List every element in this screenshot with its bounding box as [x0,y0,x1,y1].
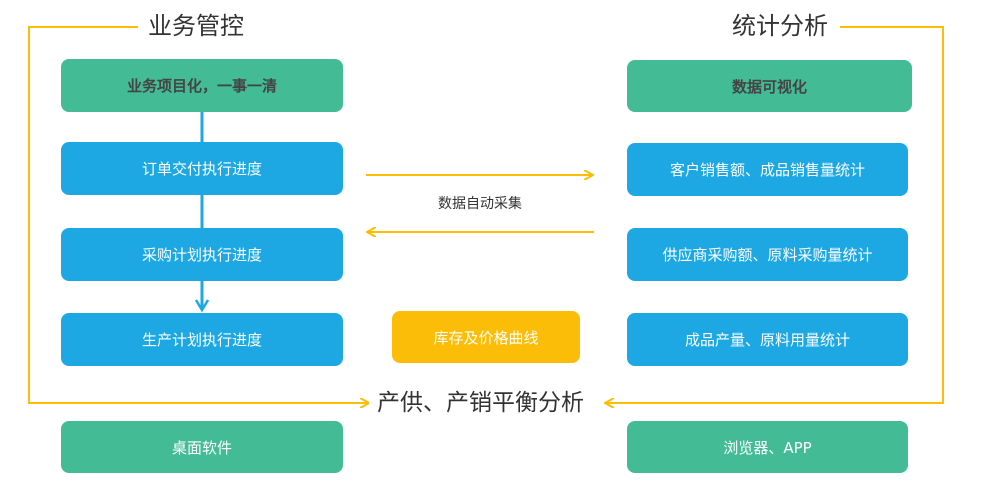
right-item-purchase-stats[interactable]: 供应商采购额、原料采购量统计 [627,228,908,281]
browser-app-box: 浏览器、APP [627,421,908,473]
left-header-box: 业务项目化，一事一清 [61,59,343,112]
right-header-box: 数据可视化 [627,60,912,112]
right-item-output-stats[interactable]: 成品产量、原料用量统计 [627,313,908,366]
left-item-order-delivery[interactable]: 订单交付执行进度 [61,142,343,195]
flow-arrow-head [194,299,210,313]
right-section-title: 统计分析 [722,11,838,41]
left-outline [28,26,368,403]
sync-label: 数据自动采集 [438,196,522,212]
desktop-software-box: 桌面软件 [61,421,343,473]
left-item-procurement[interactable]: 采购计划执行进度 [61,228,343,281]
left-item-production[interactable]: 生产计划执行进度 [61,313,343,366]
right-outline [606,26,944,403]
balance-analysis-title: 产供、产销平衡分析 [369,388,592,418]
inventory-price-box[interactable]: 库存及价格曲线 [392,311,580,363]
left-section-title: 业务管控 [138,11,254,41]
right-item-sales-stats[interactable]: 客户销售额、成品销售量统计 [627,143,908,196]
